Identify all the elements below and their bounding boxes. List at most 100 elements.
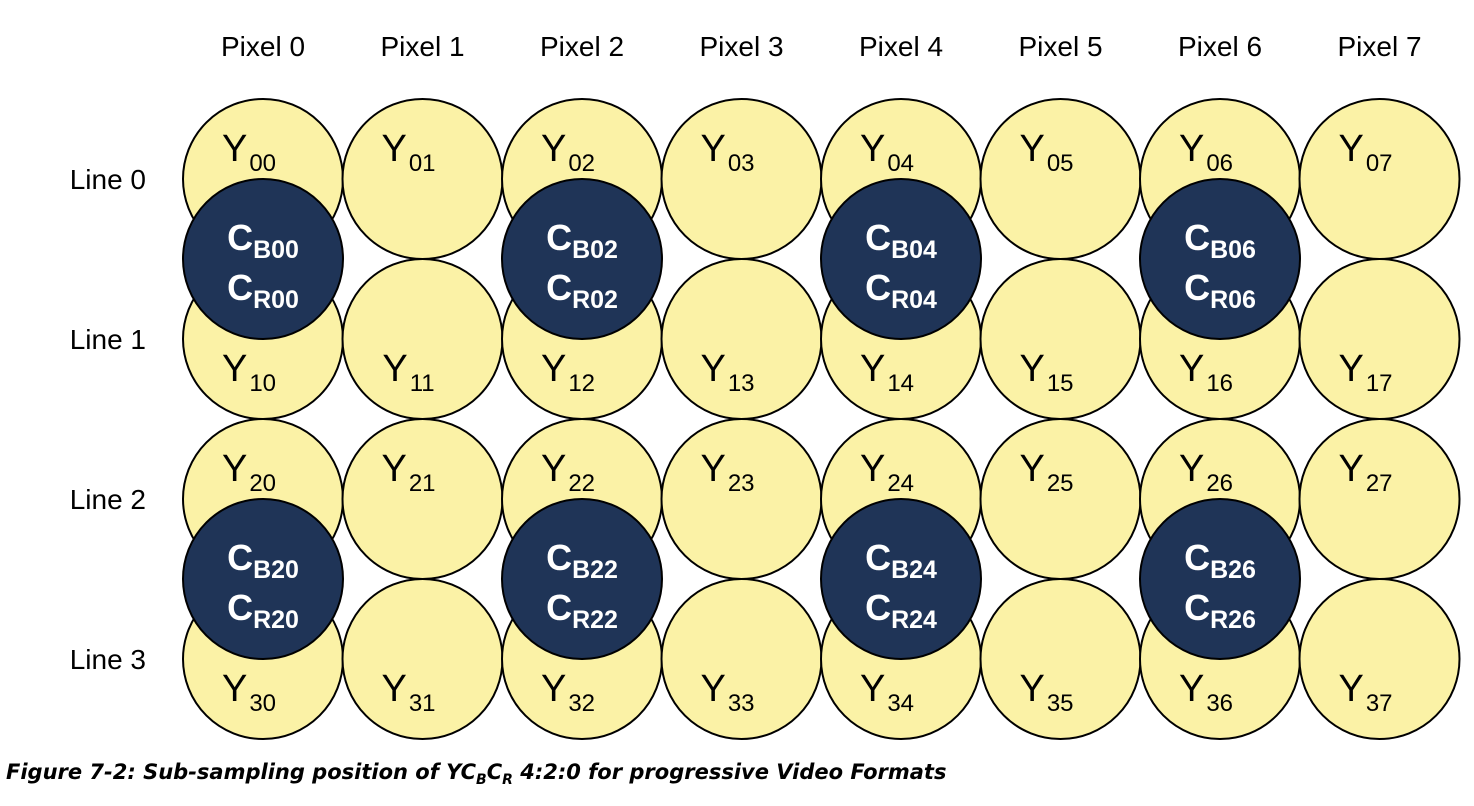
cb-label: CB06 <box>1184 217 1256 264</box>
luma-sample: Y37 <box>1298 578 1461 740</box>
luma-label: Y21 <box>381 448 435 497</box>
luma-label: Y03 <box>700 128 754 177</box>
luma-circle <box>1298 98 1461 260</box>
luma-label: Y34 <box>860 668 914 717</box>
luma-sample: Y03 <box>660 98 823 260</box>
chroma-circle <box>501 498 663 660</box>
luma-label: Y00 <box>222 128 276 177</box>
luma-label: Y11 <box>382 348 434 397</box>
luma-label: Y27 <box>1338 448 1392 497</box>
cb-label: CB04 <box>865 217 937 264</box>
luma-sample: Y05 <box>979 98 1142 260</box>
luma-sample: Y17 <box>1298 258 1461 420</box>
luma-sample: Y11 <box>341 258 504 420</box>
cb-label: CB22 <box>546 537 618 584</box>
row-label-2: Line 2 <box>70 484 146 515</box>
cr-label: CR24 <box>865 587 937 634</box>
chroma-circle <box>501 178 663 340</box>
luma-label: Y20 <box>222 448 276 497</box>
luma-sample: Y25 <box>979 418 1142 580</box>
luma-sample: Y15 <box>979 258 1142 420</box>
caption-sub-r: R <box>502 772 513 789</box>
luma-label: Y25 <box>1019 448 1073 497</box>
luma-label: Y06 <box>1179 128 1233 177</box>
figure-caption: Figure 7-2: Sub-sampling position of YCB… <box>6 760 946 788</box>
caption-suffix: 4:2:0 for progressive Video Formats <box>512 760 947 784</box>
column-label-5: Pixel 5 <box>1018 31 1102 62</box>
caption-mid: C <box>486 760 503 784</box>
luma-label: Y36 <box>1179 668 1233 717</box>
luma-circle <box>341 98 504 260</box>
luma-label: Y17 <box>1338 348 1392 397</box>
column-label-3: Pixel 3 <box>699 31 783 62</box>
luma-label: Y30 <box>222 668 276 717</box>
luma-sample: Y21 <box>341 418 504 580</box>
luma-circle <box>1298 578 1461 740</box>
luma-sample: Y07 <box>1298 98 1461 260</box>
caption-prefix: Figure 7-2: Sub-sampling position of YC <box>6 760 477 784</box>
luma-circle <box>1298 418 1461 580</box>
luma-label: Y35 <box>1019 668 1073 717</box>
luma-label: Y37 <box>1338 668 1392 717</box>
luma-label: Y01 <box>381 128 435 177</box>
luma-sample: Y01 <box>341 98 504 260</box>
luma-sample: Y23 <box>660 418 823 580</box>
cr-label: CR02 <box>546 267 618 314</box>
luma-circle <box>979 98 1142 260</box>
luma-label: Y33 <box>700 668 754 717</box>
luma-label: Y31 <box>381 668 435 717</box>
column-label-4: Pixel 4 <box>859 31 943 62</box>
luma-label: Y16 <box>1179 348 1233 397</box>
chroma-circle <box>820 498 982 660</box>
luma-label: Y13 <box>700 348 754 397</box>
luma-label: Y12 <box>541 348 595 397</box>
luma-sample: Y27 <box>1298 418 1461 580</box>
cr-label: CR20 <box>227 587 299 634</box>
cb-label: CB24 <box>865 537 937 584</box>
cr-label: CR04 <box>865 267 937 314</box>
chroma-circle <box>1139 178 1301 340</box>
cr-label: CR22 <box>546 587 618 634</box>
luma-circle <box>979 418 1142 580</box>
column-label-6: Pixel 6 <box>1178 31 1262 62</box>
chroma-circle <box>182 178 344 340</box>
cb-label: CB20 <box>227 537 299 584</box>
luma-label: Y15 <box>1019 348 1073 397</box>
luma-label: Y32 <box>541 668 595 717</box>
luma-sample: Y31 <box>341 578 504 740</box>
luma-sample: Y35 <box>979 578 1142 740</box>
column-label-1: Pixel 1 <box>380 31 464 62</box>
luma-circle <box>660 98 823 260</box>
column-label-7: Pixel 7 <box>1337 31 1421 62</box>
luma-label: Y04 <box>860 128 914 177</box>
cr-label: CR06 <box>1184 267 1256 314</box>
cb-label: CB02 <box>546 217 618 264</box>
luma-sample: Y33 <box>660 578 823 740</box>
row-label-1: Line 1 <box>70 324 146 355</box>
luma-label: Y05 <box>1019 128 1073 177</box>
row-label-3: Line 3 <box>70 644 146 675</box>
luma-circle <box>660 418 823 580</box>
chroma-circle <box>820 178 982 340</box>
luma-label: Y26 <box>1179 448 1233 497</box>
caption-sub-b: B <box>476 772 487 789</box>
luma-label: Y10 <box>222 348 276 397</box>
luma-label: Y02 <box>541 128 595 177</box>
cr-label: CR00 <box>227 267 299 314</box>
luma-label: Y14 <box>860 348 914 397</box>
column-label-0: Pixel 0 <box>221 31 305 62</box>
cr-label: CR26 <box>1184 587 1256 634</box>
chroma-circle <box>1139 498 1301 660</box>
